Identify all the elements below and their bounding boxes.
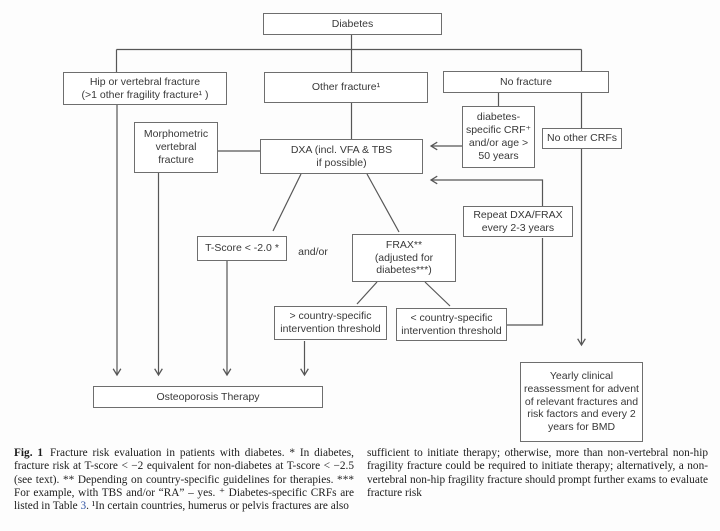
node-diabetes: Diabetes — [263, 13, 442, 35]
edge-dxa-frax — [366, 173, 400, 233]
node-no-other-crfs: No other CRFs — [542, 128, 622, 149]
node-yearly-reassessment: Yearly clinical reassessment for advent … — [520, 362, 643, 442]
table-3-link[interactable]: 3 — [80, 500, 87, 513]
edge-lt-repeat-loop — [507, 238, 544, 326]
node-tscore: T-Score < -2.0 * — [197, 236, 287, 261]
node-below-intervention-threshold: < country-specific intervention threshol… — [396, 308, 507, 341]
node-above-intervention-threshold: > country-specific intervention threshol… — [274, 306, 387, 340]
caption-text-right: sufficient to initiate therapy; otherwis… — [367, 447, 708, 499]
edge-frax-gt — [356, 281, 378, 305]
edge-repeat-dxa-arrow — [429, 175, 544, 206]
node-diabetes-specific-crf: diabetes- specific CRF⁺ and/or age > 50 … — [462, 106, 535, 168]
node-other-fracture: Other fracture¹ — [264, 72, 428, 103]
node-osteoporosis-therapy: Osteoporosis Therapy — [93, 386, 323, 408]
caption-text-left-cont: . ¹In certain countries, humerus or pelv… — [86, 500, 349, 513]
node-morphometric-vertebral-fracture: Morphometric vertebral fracture — [134, 122, 218, 173]
edge-dxa-tscore — [272, 173, 302, 232]
node-no-fracture: No fracture — [443, 71, 609, 93]
flowchart-figure: Diabetes Hip or vertebral fracture (>1 o… — [63, 13, 643, 442]
figure-label: Fig. 1 — [14, 447, 44, 459]
node-dxa: DXA (incl. VFA & TBS if possible) — [260, 139, 423, 174]
andor-label: and/or — [298, 245, 328, 258]
caption-text-left: Fracture risk evaluation in patients wit… — [14, 447, 354, 513]
node-repeat-dxa-frax: Repeat DXA/FRAX every 2-3 years — [463, 206, 573, 237]
node-frax: FRAX** (adjusted for diabetes***) — [352, 234, 456, 282]
edge-frax-lt — [424, 281, 451, 307]
node-hip-vertebral-fracture: Hip or vertebral fracture (>1 other frag… — [63, 72, 227, 105]
